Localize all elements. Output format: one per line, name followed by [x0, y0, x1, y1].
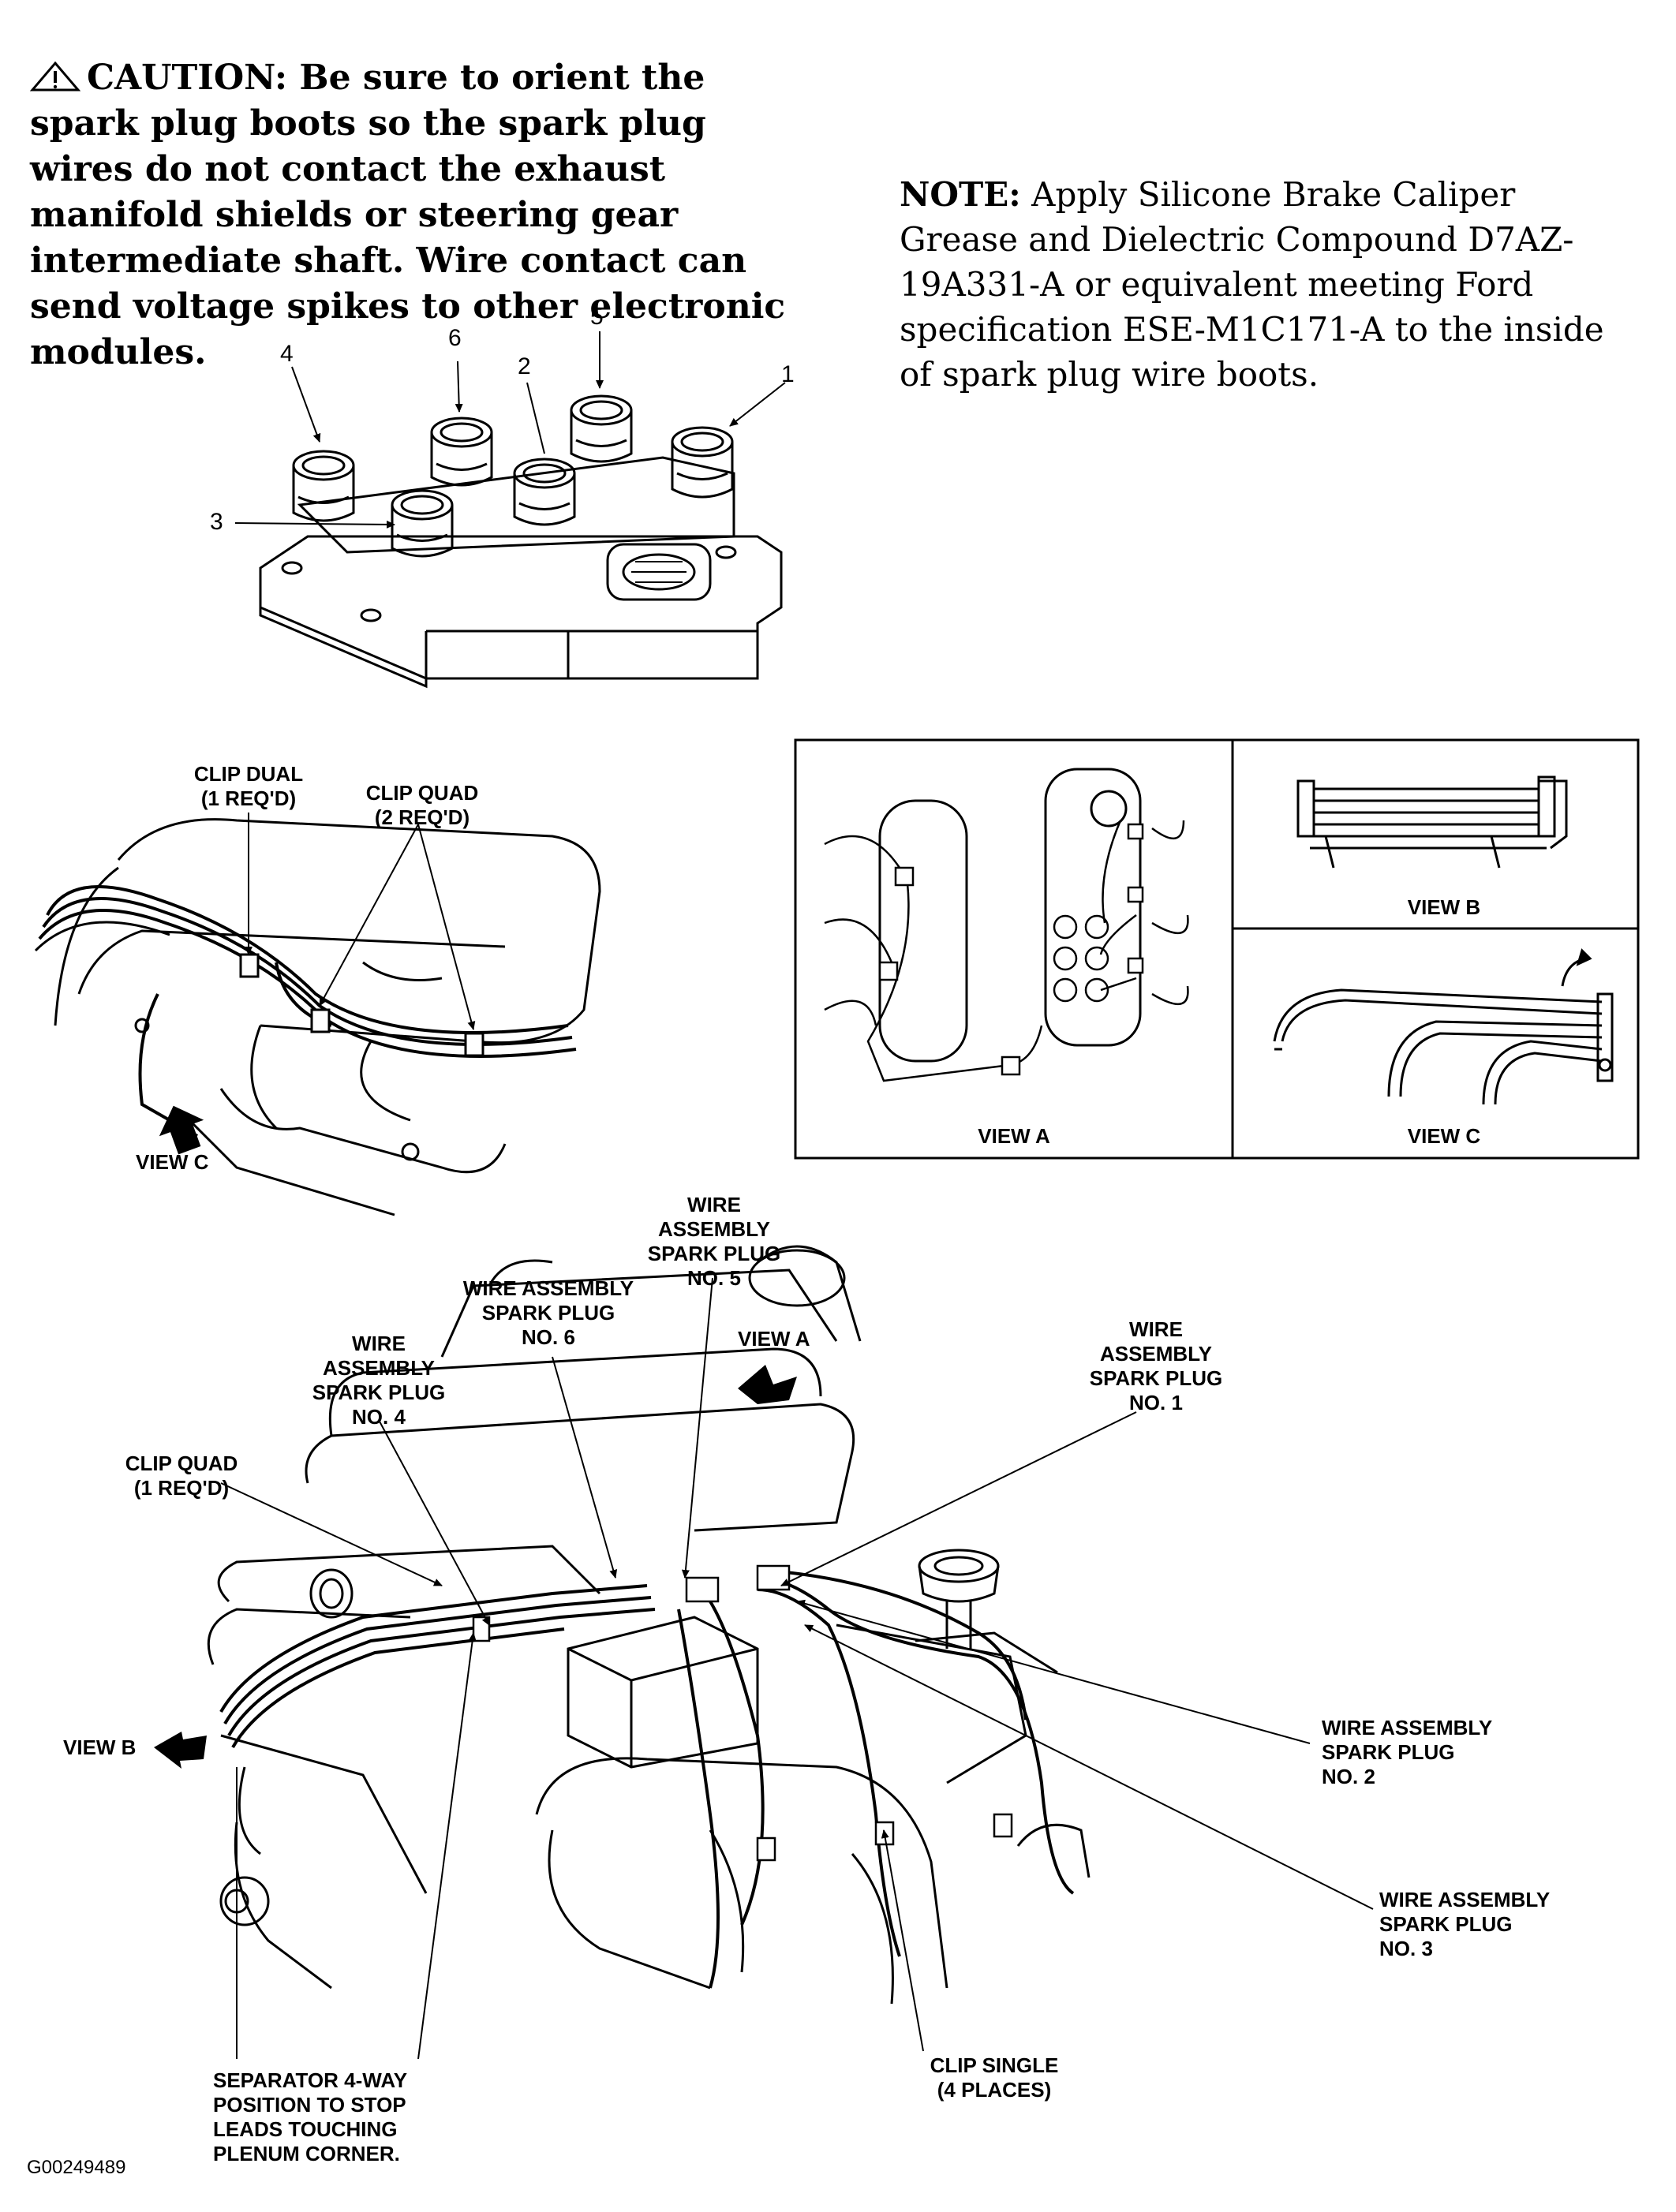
coil-tower-4 — [292, 450, 355, 522]
coil-tower-1 — [671, 426, 734, 499]
coil-number-4: 4 — [280, 341, 294, 367]
view-c-arrow-icon — [159, 1105, 204, 1155]
coil-tower-3 — [391, 489, 454, 558]
wire-assembly-5-label: WIRE ASSEMBLY SPARK PLUG NO. 5 — [647, 1193, 781, 1290]
coil-pack-drawing — [259, 394, 783, 689]
view-a-arrow-icon — [738, 1365, 797, 1404]
wire-assembly-6-label: WIRE ASSEMBLY SPARK PLUG NO. 6 — [462, 1276, 634, 1349]
view-b-label: VIEW B — [1407, 895, 1481, 919]
view-c-label-upper: VIEW C — [136, 1150, 209, 1174]
wire-assembly-2-label: WIRE ASSEMBLY SPARK PLUG NO. 2 — [1322, 1716, 1493, 1788]
caution-lead: CAUTION: — [87, 58, 288, 98]
note-text: NOTE: Apply Silicone Brake Caliper Greas… — [900, 172, 1641, 397]
view-c-drawing — [1273, 948, 1614, 1105]
figure-id: G00249489 — [27, 2157, 126, 2178]
upper-left-harness — [34, 818, 601, 1216]
note-lead: NOTE: — [900, 175, 1021, 214]
coil-tower-6 — [430, 417, 493, 487]
view-b-drawing — [1296, 775, 1568, 869]
coil-number-6: 6 — [448, 325, 462, 351]
clip-dual-label: CLIP DUAL (1 REQ'D) — [193, 762, 304, 810]
caution-text: CAUTION: Be sure to orient the spark plu… — [30, 55, 787, 376]
views-panel — [794, 738, 1640, 1160]
clip-single-label: CLIP SINGLE (4 PLACES) — [930, 2053, 1059, 2102]
view-a-label: VIEW A — [978, 1124, 1050, 1148]
coil-number-5: 5 — [590, 304, 604, 330]
engine-spark-plug-wires — [219, 1568, 1075, 1989]
coil-number-3: 3 — [210, 509, 223, 535]
view-a-drawing — [824, 768, 1189, 1082]
clip-quad-label-upper: CLIP QUAD (2 REQ'D) — [365, 781, 479, 829]
caution-body: Be sure to orient the spark plug boots s… — [30, 58, 786, 372]
view-b-label-engine: VIEW B — [63, 1736, 137, 1759]
view-a-label-engine: VIEW A — [738, 1327, 810, 1351]
caution-triangle-icon — [30, 61, 80, 92]
view-c-label: VIEW C — [1407, 1124, 1481, 1148]
coil-number-1: 1 — [781, 361, 795, 387]
view-b-arrow-icon — [154, 1732, 207, 1769]
coil-number-2: 2 — [518, 353, 531, 379]
coil-tower-2 — [513, 458, 576, 526]
coil-tower-5 — [570, 394, 633, 463]
wire-assembly-4-label: WIRE ASSEMBLY SPARK PLUG NO. 4 — [312, 1332, 446, 1429]
wire-assembly-3-label: WIRE ASSEMBLY SPARK PLUG NO. 3 — [1379, 1888, 1551, 1960]
clip-quad-label-lower: CLIP QUAD (1 REQ'D) — [125, 1452, 238, 1500]
separator-4-way-label: SEPARATOR 4-WAY POSITION TO STOP LEADS T… — [213, 2068, 408, 2165]
wire-assembly-1-label: WIRE ASSEMBLY SPARK PLUG NO. 1 — [1089, 1317, 1223, 1414]
note-body: Apply Silicone Brake Caliper Grease and … — [900, 175, 1604, 394]
